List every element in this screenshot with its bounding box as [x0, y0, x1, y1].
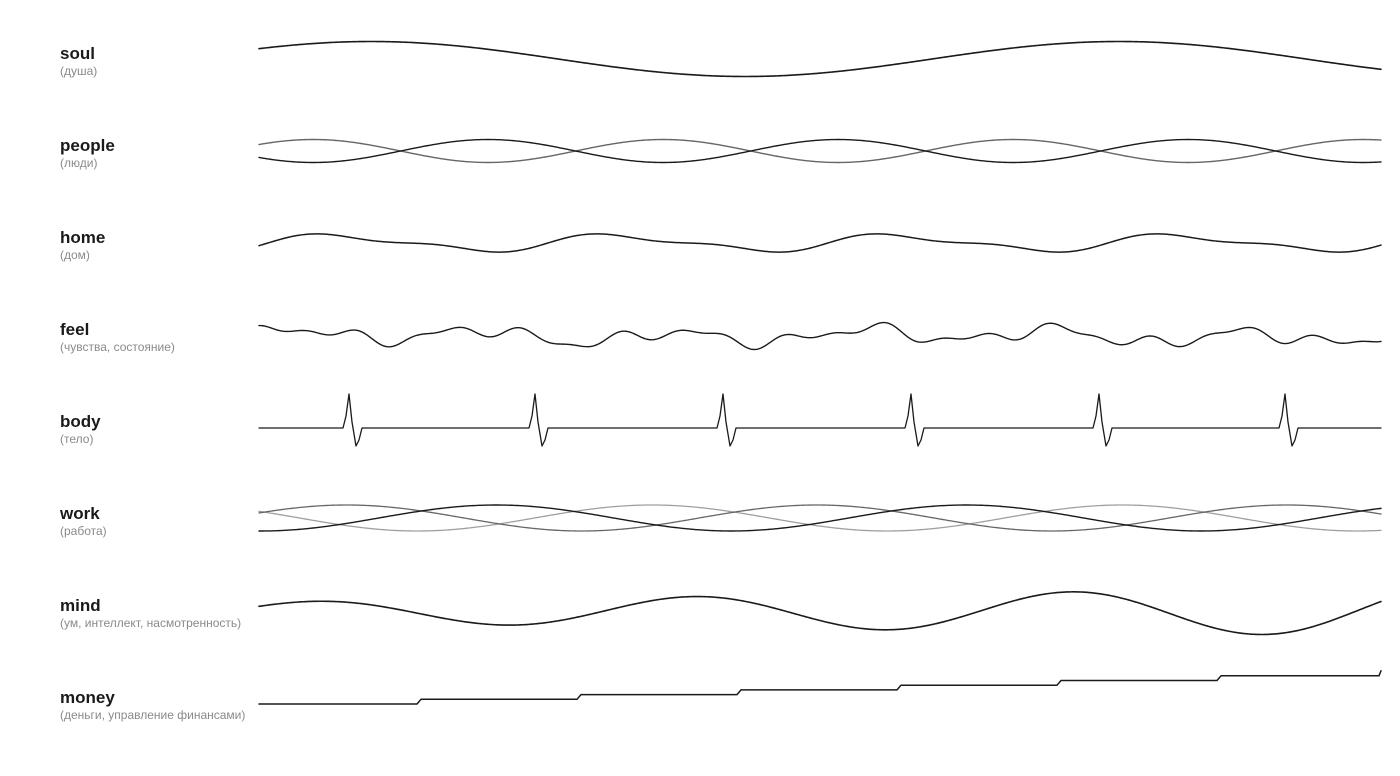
people-line-a [258, 138, 1382, 164]
row-subtitle: (чувства, состояние) [60, 340, 175, 354]
soul-line [258, 40, 1382, 78]
feel-line [258, 321, 1382, 351]
row-title: body [60, 412, 101, 431]
row-title: money [60, 688, 115, 707]
row-body: body (тело) [0, 378, 1400, 470]
row-home: home (дом) [0, 194, 1400, 286]
row-title: soul [60, 44, 95, 63]
row-money: money (деньги, управление финансами) [0, 654, 1400, 746]
row-title: feel [60, 320, 90, 339]
row-subtitle: (тело) [60, 432, 94, 446]
work-line-b [258, 504, 1382, 532]
row-label: work (работа) [60, 470, 250, 538]
row-work: work (работа) [0, 470, 1400, 562]
row-label: body (тело) [60, 378, 250, 446]
people-wave [258, 138, 1382, 164]
money-wave [258, 670, 1382, 705]
row-title: home [60, 228, 106, 247]
money-line [258, 670, 1382, 705]
row-people: people (люди) [0, 102, 1400, 194]
people-line-b [258, 138, 1382, 164]
row-feel: feel (чувства, состояние) [0, 286, 1400, 378]
row-label: people (люди) [60, 102, 250, 170]
home-line [258, 233, 1382, 253]
row-mind: mind (ум, интеллект, насмотренность) [0, 562, 1400, 654]
row-subtitle: (дом) [60, 248, 90, 262]
row-subtitle: (деньги, управление финансами) [60, 708, 246, 722]
row-subtitle: (ум, интеллект, насмотренность) [60, 616, 242, 630]
row-label: feel (чувства, состояние) [60, 286, 250, 354]
work-line-c [258, 504, 1382, 532]
row-subtitle: (душа) [60, 64, 98, 78]
soul-wave [258, 40, 1382, 78]
mind-wave [258, 591, 1382, 636]
row-subtitle: (люди) [60, 156, 98, 170]
row-title: work [60, 504, 100, 523]
row-label: soul (душа) [60, 10, 250, 78]
row-label: home (дом) [60, 194, 250, 262]
row-soul: soul (душа) [0, 10, 1400, 102]
body-line [258, 393, 1382, 447]
work-line-a [258, 504, 1382, 532]
row-subtitle: (работа) [60, 524, 107, 538]
row-label: money (деньги, управление финансами) [60, 654, 250, 722]
work-wave [258, 504, 1382, 532]
row-title: people [60, 136, 115, 155]
feel-wave [258, 321, 1382, 351]
row-title: mind [60, 596, 101, 615]
mind-line [258, 591, 1382, 636]
body-wave [258, 393, 1382, 447]
home-wave [258, 233, 1382, 253]
row-label: mind (ум, интеллект, насмотренность) [60, 562, 250, 630]
